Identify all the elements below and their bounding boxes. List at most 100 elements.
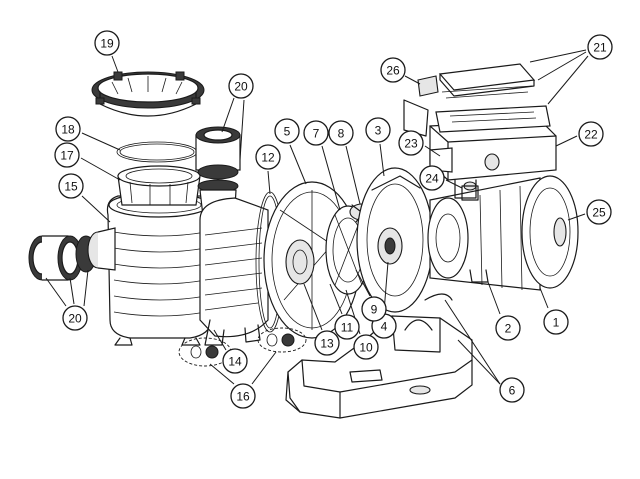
leader-line xyxy=(555,135,578,147)
leader-line xyxy=(457,339,501,385)
callout-c20a: 20 xyxy=(221,73,254,161)
callout-circle xyxy=(380,57,406,83)
callout-number: 13 xyxy=(320,337,334,351)
callout-c18: 18 xyxy=(55,116,121,151)
leader-line xyxy=(355,269,371,297)
callout-c3: 3 xyxy=(365,117,391,177)
keypad-cover xyxy=(438,63,536,99)
leader-line xyxy=(445,179,463,189)
motor-plate xyxy=(356,167,434,313)
callout-number: 18 xyxy=(61,123,75,137)
callout-c16: 16 xyxy=(209,351,277,409)
callout-circle xyxy=(499,377,525,403)
callout-number: 9 xyxy=(371,303,378,317)
callout-c23: 23 xyxy=(398,130,441,157)
callout-number: 20 xyxy=(68,312,82,326)
callout-number: 6 xyxy=(509,384,516,398)
callout-circle xyxy=(334,314,360,340)
leader-line xyxy=(81,195,111,223)
leader-line xyxy=(329,283,343,315)
callout-circle xyxy=(365,117,391,143)
callout-circle xyxy=(94,30,120,56)
pump-volute xyxy=(199,197,269,346)
callout-c11: 11 xyxy=(329,283,360,340)
callout-c12: 12 xyxy=(255,144,281,195)
callout-circle xyxy=(578,121,604,147)
leader-line xyxy=(539,287,549,309)
motor xyxy=(427,175,579,291)
callout-number: 15 xyxy=(64,180,78,194)
callout-c14: 14 xyxy=(213,329,248,374)
callout-number: 16 xyxy=(236,390,250,404)
leader-line xyxy=(267,170,271,195)
callout-number: 20 xyxy=(234,80,248,94)
leader-line xyxy=(379,143,385,177)
callout-c26: 26 xyxy=(380,57,421,85)
callout-number: 5 xyxy=(284,125,291,139)
callout-number: 12 xyxy=(261,151,275,165)
callout-circle xyxy=(398,130,424,156)
leader-line xyxy=(45,277,67,307)
leader-line xyxy=(80,157,121,181)
strainer-lid xyxy=(91,71,205,117)
callout-number: 21 xyxy=(593,41,607,55)
callout-number: 3 xyxy=(375,124,382,138)
callout-circle xyxy=(314,330,340,356)
callout-c19: 19 xyxy=(94,30,120,73)
leader-line xyxy=(529,49,587,63)
callout-number: 19 xyxy=(100,37,114,51)
callout-number: 25 xyxy=(592,206,606,220)
callout-circle xyxy=(353,334,379,360)
leader-line xyxy=(547,55,589,105)
leader-line xyxy=(209,363,235,385)
callout-circle xyxy=(62,305,88,331)
leader-line xyxy=(81,132,121,151)
callout-circle xyxy=(55,116,81,142)
callout-number: 24 xyxy=(425,172,439,186)
callout-number: 7 xyxy=(313,127,320,141)
leader-line xyxy=(487,281,501,315)
callout-c21: 21 xyxy=(529,34,613,105)
leader-line xyxy=(289,144,307,185)
leader-line xyxy=(404,75,421,85)
callout-circle xyxy=(228,73,254,99)
callout-c1: 1 xyxy=(539,287,569,335)
callout-circle xyxy=(255,144,281,170)
leader-line xyxy=(221,97,235,133)
callout-c22: 22 xyxy=(555,121,604,147)
callout-number: 4 xyxy=(381,320,388,334)
callout-c2: 2 xyxy=(487,281,521,341)
leader-line xyxy=(537,51,587,81)
leader-line xyxy=(111,55,119,73)
leader-line xyxy=(345,145,361,205)
callout-c7: 7 xyxy=(303,120,341,211)
callout-circle xyxy=(274,118,300,144)
callout-c15: 15 xyxy=(58,173,111,223)
callout-number: 1 xyxy=(553,316,560,330)
callout-c20b: 20 xyxy=(45,269,89,331)
callout-circle xyxy=(586,199,612,225)
callout-c9: 9 xyxy=(355,269,387,322)
callout-number: 14 xyxy=(228,355,242,369)
callout-c5: 5 xyxy=(274,118,307,185)
callout-circle xyxy=(303,120,329,146)
callout-c24: 24 xyxy=(419,165,463,191)
callout-circle xyxy=(361,296,387,322)
inlet-union-fittings xyxy=(28,227,116,281)
callout-c13: 13 xyxy=(303,283,340,356)
callout-number: 10 xyxy=(359,341,373,355)
callout-circle xyxy=(495,315,521,341)
callout-number: 2 xyxy=(505,322,512,336)
leader-line xyxy=(69,277,75,305)
leader-line xyxy=(239,99,245,161)
callout-circle xyxy=(58,173,84,199)
callout-number: 17 xyxy=(60,149,74,163)
callout-circle xyxy=(328,120,354,146)
drain-plugs xyxy=(178,327,307,367)
leader-line xyxy=(83,269,89,307)
leader-line xyxy=(213,329,227,351)
callout-c10: 10 xyxy=(345,289,379,360)
